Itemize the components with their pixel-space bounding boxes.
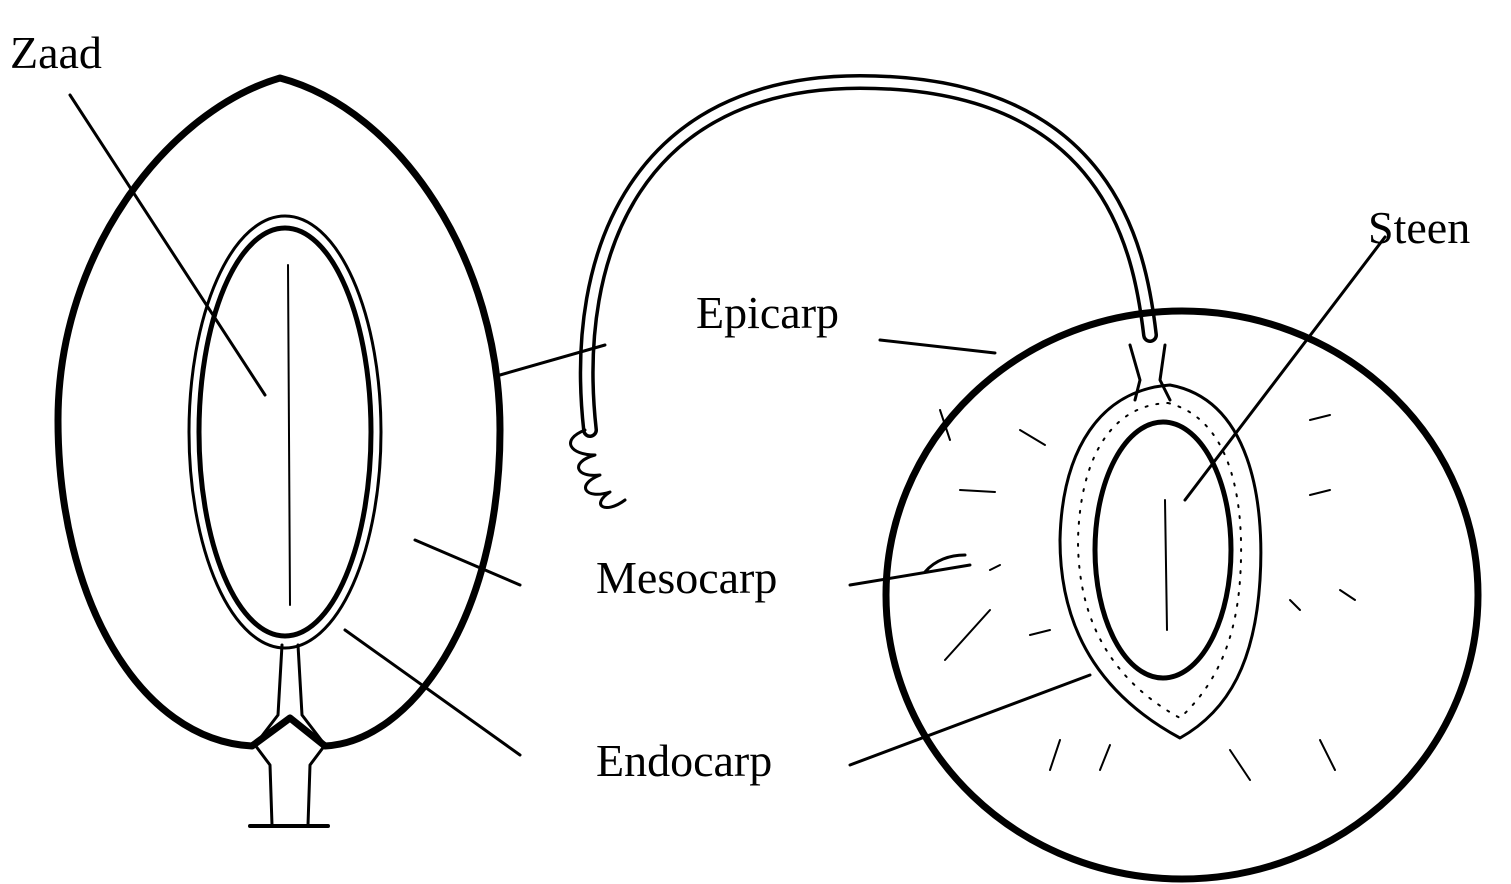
label-endocarp: Endocarp	[596, 735, 773, 786]
left-stem	[253, 643, 327, 827]
right-seed	[1092, 419, 1234, 681]
left-seed-line	[287, 264, 291, 606]
left-stone-inner	[196, 225, 374, 639]
epicarp-leader-right	[878, 338, 997, 355]
stalk-curl	[569, 428, 627, 509]
stalk	[578, 74, 1158, 438]
label-zaad: Zaad	[10, 27, 102, 78]
label-mesocarp: Mesocarp	[596, 552, 778, 603]
mesocarp-texture	[939, 409, 1356, 781]
endocarp-leader-left	[343, 628, 522, 757]
endocarp-leader-right	[848, 673, 1092, 767]
left-fruit-skin	[54, 74, 504, 750]
mesocarp-leader-right	[848, 553, 972, 587]
label-steen: Steen	[1368, 202, 1471, 253]
right-fruit-skin	[882, 307, 1482, 883]
steen-leader	[1183, 235, 1387, 502]
epicarp-leader-left	[498, 343, 607, 377]
zaad-leader	[68, 93, 267, 397]
label-epicarp: Epicarp	[696, 287, 840, 338]
mesocarp-leader-left	[413, 538, 522, 587]
left-stone-outer	[187, 214, 383, 650]
right-stone-outer	[1058, 383, 1263, 740]
right-stone-inner	[1077, 402, 1243, 719]
